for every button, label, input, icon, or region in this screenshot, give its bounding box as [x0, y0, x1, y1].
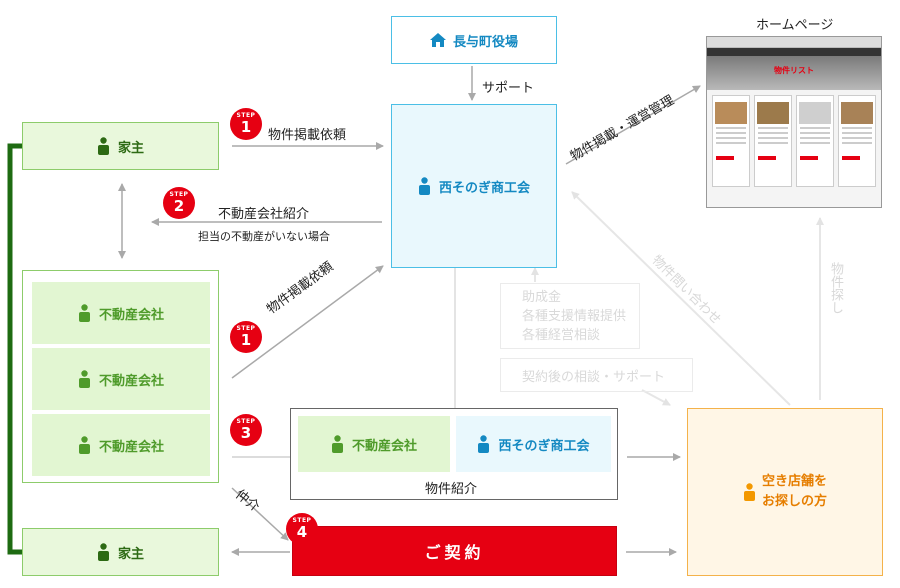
listing-card: [796, 95, 834, 187]
services-seeker-arrow: [641, 389, 671, 406]
services-box: 助成金 各種支援情報提供 各種経営相談: [500, 283, 640, 349]
hero-banner: 物件リスト: [707, 56, 881, 90]
townhall-label: 長与町役場: [452, 34, 518, 50]
home-icon: [429, 33, 446, 47]
person-icon: [78, 436, 90, 454]
person-icon: [78, 370, 90, 388]
search-label: 物件探し: [828, 262, 843, 314]
support-label: サポート: [482, 81, 535, 96]
seeker-label-line1: 空き店舗を: [761, 474, 827, 489]
after-contract-box: 契約後の相談・サポート: [500, 358, 693, 392]
listing-request-arrow-mid: [231, 265, 384, 379]
person-icon: [478, 435, 490, 453]
realestate-label-3: 不動産会社: [98, 439, 164, 455]
site-header: [707, 48, 881, 56]
inquiry-arrow: [571, 191, 791, 406]
listing-card: [838, 95, 876, 187]
realestate-label-2: 不動産会社: [98, 373, 164, 389]
realestate-box-3: 不動産会社: [32, 414, 210, 476]
seeker-box: 空き店舗を お探しの方: [687, 408, 883, 576]
contract-box: ご契約: [292, 526, 617, 576]
intro-realestate-label: 不動産会社: [351, 438, 417, 454]
referral-label: 不動産会社紹介: [218, 207, 310, 222]
chamber-main-label: 西そのぎ商工会: [438, 180, 530, 196]
person-icon: [743, 483, 755, 501]
browser-toolbar: [707, 37, 881, 48]
service-info: 各種支援情報提供: [522, 309, 627, 324]
listing-card: [712, 95, 750, 187]
realestate-box-1: 不動産会社: [32, 282, 210, 344]
chamber-main-box: 西そのぎ商工会: [391, 104, 557, 268]
contract-label: ご契約: [424, 543, 485, 562]
intro-chamber-label: 西そのぎ商工会: [498, 438, 590, 454]
person-icon: [97, 543, 109, 561]
listing-cards: [707, 90, 881, 192]
referral-note: 担当の不動産がいない場合: [198, 230, 330, 243]
listing-request-label-top: 物件掲載依頼: [268, 128, 347, 143]
person-icon: [418, 177, 430, 195]
owner-link-bracket: [7, 143, 22, 555]
person-icon: [331, 435, 343, 453]
homepage-title: ホームページ: [756, 18, 834, 33]
mediation-arrow: [231, 487, 289, 541]
owner-bottom-label: 家主: [117, 546, 144, 562]
seeker-label-line2: お探しの方: [761, 494, 827, 509]
owner-top-label: 家主: [117, 140, 144, 156]
owner-bottom-box: 家主: [22, 528, 219, 576]
realestate-box-2: 不動産会社: [32, 348, 210, 410]
homepage-screenshot: 物件リスト: [706, 36, 882, 208]
owner-top-box: 家主: [22, 122, 219, 170]
property-list-title: 物件リスト: [774, 66, 814, 75]
listing-manage-arrow: [565, 85, 701, 165]
person-icon: [78, 304, 90, 322]
intro-realestate-box: 不動産会社: [298, 416, 450, 472]
realestate-label-1: 不動産会社: [98, 307, 164, 323]
townhall-box: 長与町役場: [391, 16, 557, 64]
intro-chamber-box: 西そのぎ商工会: [456, 416, 611, 472]
intro-label: 物件紹介: [425, 482, 478, 497]
person-icon: [97, 137, 109, 155]
listing-card: [754, 95, 792, 187]
service-consult: 各種経営相談: [522, 328, 601, 343]
service-grant: 助成金: [522, 290, 562, 305]
after-contract-label: 契約後の相談・サポート: [522, 370, 666, 385]
